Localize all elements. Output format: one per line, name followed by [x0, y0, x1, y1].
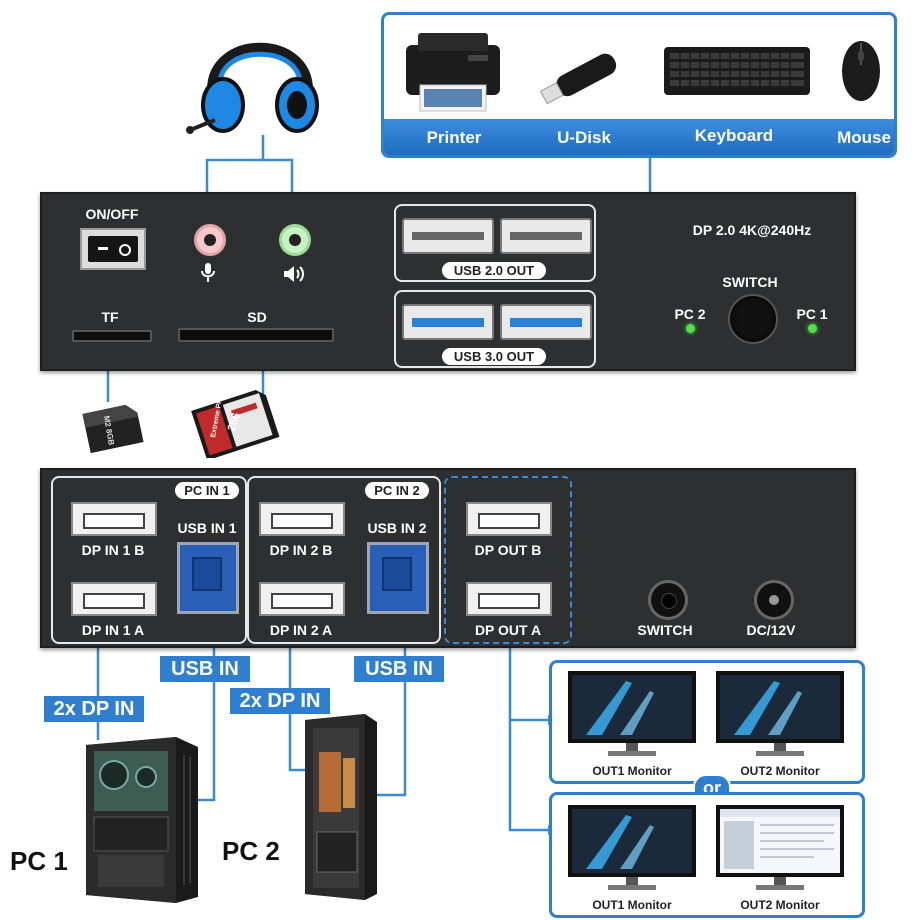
dp-in-1b-port[interactable] — [71, 502, 157, 536]
pc-in-2-label: PC IN 2 — [365, 482, 429, 499]
usb30-group: USB 3.0 OUT — [394, 290, 596, 368]
dp-in-1a-label: DP IN 1 A — [81, 622, 145, 638]
dp-in-2b-port[interactable] — [259, 502, 345, 536]
dp-in-2a-label: DP IN 2 A — [269, 622, 333, 638]
power-switch-rocker — [88, 236, 138, 262]
switch-label: SWITCH — [722, 274, 778, 290]
out1-monitor-top-icon — [566, 669, 698, 761]
rear-panel: PC IN 1 DP IN 1 B DP IN 1 A USB IN 1 PC … — [40, 468, 856, 648]
usb20-out-label: USB 2.0 OUT — [442, 262, 546, 279]
tf-slot[interactable] — [72, 330, 152, 342]
usb-in-1-label: USB IN 1 — [177, 520, 237, 536]
monitors-box-bottom: OUT1 Monitor OUT2 Monitor — [549, 792, 865, 918]
dp-in-1b-label: DP IN 1 B — [81, 542, 145, 558]
switch-button[interactable] — [728, 294, 778, 344]
mic-jack[interactable] — [194, 224, 226, 256]
dp-in-2a-port[interactable] — [259, 582, 345, 616]
pc2-tower-icon — [295, 712, 380, 902]
dp-in-right-label: 2x DP IN — [230, 688, 330, 714]
usb30-port-2[interactable] — [500, 304, 592, 340]
usb20-port-2[interactable] — [500, 218, 592, 254]
switch-jack-label: SWITCH — [637, 622, 693, 638]
dp-out-b-port[interactable] — [466, 502, 552, 536]
peripherals-label-strip: Printer U-Disk Keyboard Mouse — [384, 119, 894, 155]
pc1-tower-icon — [76, 735, 201, 905]
printer-icon — [398, 25, 508, 115]
usb-in-left-label: USB IN — [160, 656, 250, 682]
pc1-label: PC 1 — [10, 846, 68, 876]
usb-drive-icon — [534, 40, 634, 110]
monitors-box-top: OUT1 Monitor OUT2 Monitor — [549, 660, 865, 784]
front-panel: ON/OFF TF SD USB 2.0 OUT USB 3.0 OUT DP … — [40, 192, 856, 371]
pc1-led — [808, 324, 817, 333]
microphone-icon — [200, 262, 216, 284]
printer-label: Printer — [426, 128, 482, 147]
dp-out-group: DP OUT B DP OUT A — [444, 476, 572, 644]
usb-in-2-label: USB IN 2 — [367, 520, 427, 536]
sd-card-icon: Extreme PRO 256 — [185, 388, 285, 458]
speaker-icon — [282, 264, 306, 284]
keyboard-label: Keyboard — [694, 126, 774, 145]
dp-out-b-label: DP OUT B — [474, 542, 542, 558]
dc-jack[interactable] — [754, 580, 794, 620]
usb-in-right-label: USB IN — [354, 656, 444, 682]
dp-in-left-label: 2x DP IN — [44, 696, 144, 722]
pc2-led-label: PC 2 — [674, 306, 706, 322]
dp-out-a-label: DP OUT A — [474, 622, 542, 638]
pc-in-1-group: PC IN 1 DP IN 1 B DP IN 1 A USB IN 1 — [51, 476, 247, 644]
dp-out-a-port[interactable] — [466, 582, 552, 616]
power-switch[interactable] — [80, 228, 146, 270]
sd-slot[interactable] — [178, 328, 334, 342]
mouse-icon — [836, 35, 886, 105]
out2-monitor-top-icon — [714, 669, 846, 761]
out2-monitor-top-label: OUT2 Monitor — [740, 764, 820, 778]
pc-in-1-label: PC IN 1 — [175, 482, 239, 499]
peripherals-box: Printer U-Disk Keyboard Mouse — [381, 12, 897, 158]
usb30-out-label: USB 3.0 OUT — [442, 348, 546, 365]
pc2-led — [686, 324, 695, 333]
on-off-label: ON/OFF — [85, 206, 139, 222]
out1-monitor-bottom-icon — [566, 803, 698, 895]
pc-in-2-group: PC IN 2 DP IN 2 B DP IN 2 A USB IN 2 — [247, 476, 441, 644]
usb30-port-1[interactable] — [402, 304, 494, 340]
switch-jack[interactable] — [648, 580, 688, 620]
udisk-label: U-Disk — [557, 128, 611, 147]
headset-icon — [185, 20, 335, 140]
dp-in-2b-label: DP IN 2 B — [269, 542, 333, 558]
usb-in-1-port[interactable] — [177, 542, 239, 614]
keyboard-icon — [662, 43, 812, 98]
sd-label: SD — [247, 309, 267, 325]
out1-monitor-bottom-label: OUT1 Monitor — [592, 898, 672, 912]
mouse-label: Mouse — [837, 128, 891, 147]
pc1-led-label: PC 1 — [796, 306, 828, 322]
usb20-group: USB 2.0 OUT — [394, 204, 596, 282]
headphone-jack[interactable] — [279, 224, 311, 256]
tf-label: TF — [101, 309, 119, 325]
dp-spec-label: DP 2.0 4K@240Hz — [692, 222, 812, 238]
out2-monitor-bottom-icon — [714, 803, 846, 895]
usb20-port-1[interactable] — [402, 218, 494, 254]
pc2-label: PC 2 — [222, 836, 280, 866]
dp-in-1a-port[interactable] — [71, 582, 157, 616]
usb-in-2-port[interactable] — [367, 542, 429, 614]
out2-monitor-bottom-label: OUT2 Monitor — [740, 898, 820, 912]
dc-label: DC/12V — [746, 622, 796, 638]
micro-sd-card-icon: M2 8GB — [78, 398, 148, 458]
out1-monitor-top-label: OUT1 Monitor — [592, 764, 672, 778]
